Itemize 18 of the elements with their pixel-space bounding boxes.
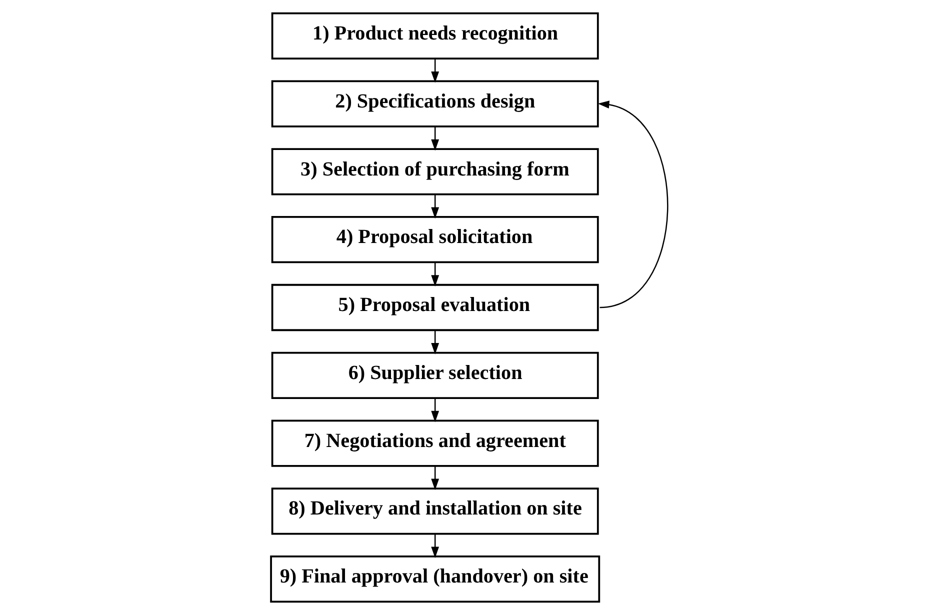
node-box: 8) Delivery and installation on site (271, 488, 599, 535)
arrow (431, 58, 440, 83)
arrow (431, 194, 440, 219)
arrow (431, 398, 440, 422)
node-box: 5) Proposal evaluation (271, 284, 599, 332)
arrow (431, 262, 440, 286)
node-box: 3) Selection of purchasing form (271, 148, 599, 196)
node-box: 4) Proposal solicitation (271, 216, 599, 264)
arrow (431, 330, 440, 354)
node-box: 9) Final approval (handover) on site (270, 555, 600, 603)
node-box: 1) Product needs recognition (271, 12, 599, 60)
arrow (598, 100, 668, 308)
node-box: 2) Specifications design (271, 80, 599, 128)
node-box: 7) Negotiations and agreement (271, 420, 599, 467)
arrow (431, 466, 440, 490)
arrow (431, 534, 440, 558)
node-box: 6) Supplier selection (271, 352, 599, 399)
arrow (431, 126, 440, 151)
